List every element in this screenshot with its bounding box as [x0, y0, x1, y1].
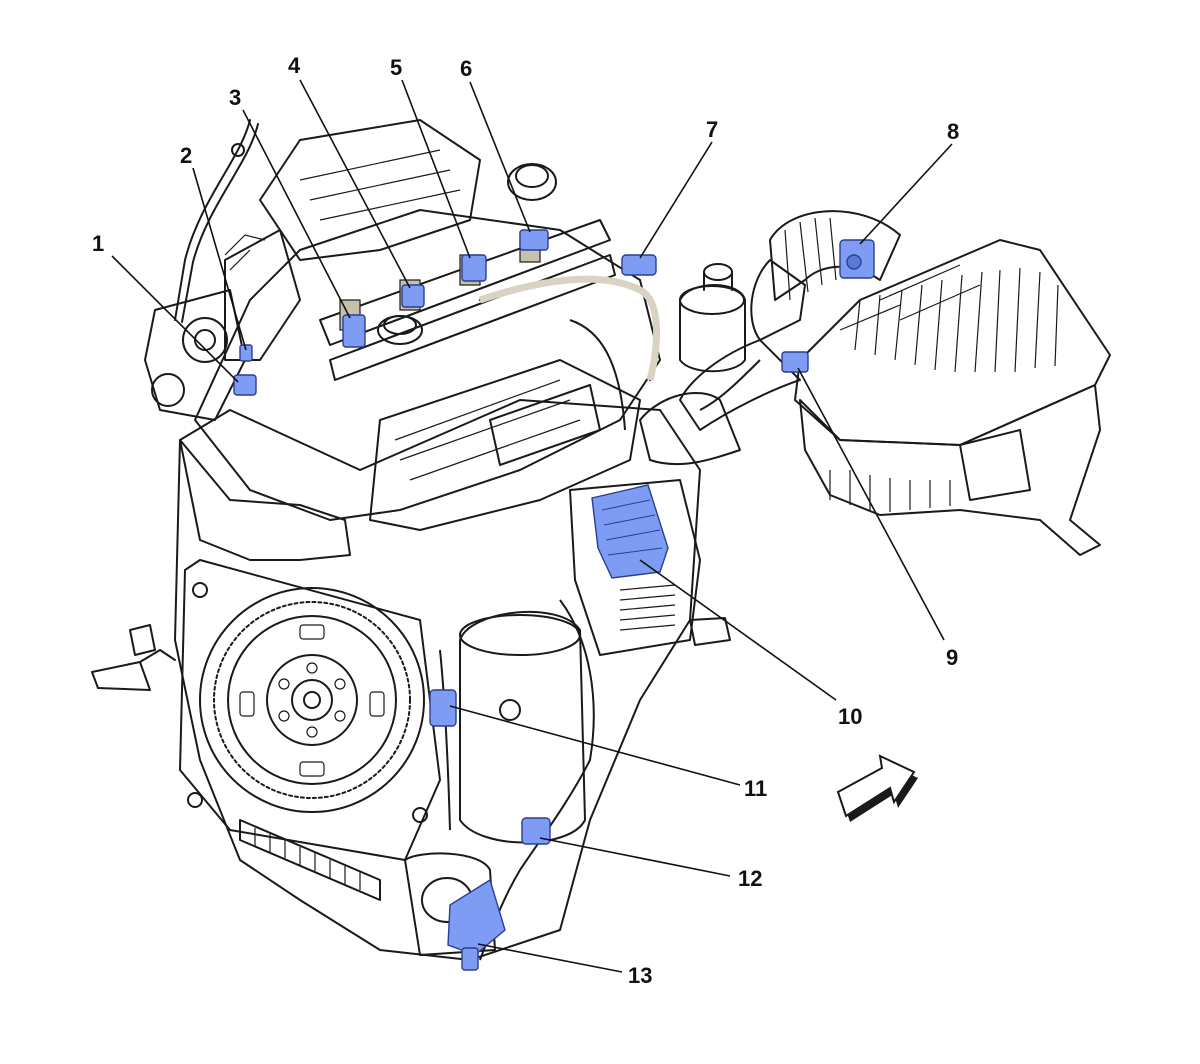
callout-4: 4	[288, 53, 301, 78]
sensor-9	[781, 351, 809, 373]
sensor-13	[447, 878, 506, 971]
leader-line-1	[111, 255, 239, 383]
callout-7: 7	[706, 117, 718, 142]
sensor-11	[429, 689, 457, 727]
callout-2: 2	[180, 143, 192, 168]
callout-6: 6	[460, 56, 472, 81]
sensor-8	[839, 239, 875, 279]
timing-cover	[144, 234, 266, 421]
callout-3: 3	[229, 85, 241, 110]
sensor-7	[621, 254, 657, 276]
callout-11: 11	[744, 776, 767, 801]
leader-line-11	[449, 705, 741, 786]
oil-filter	[679, 263, 746, 373]
highlighted-sensors	[233, 229, 875, 971]
leader-line-2	[192, 167, 247, 351]
leader-line-6	[469, 81, 531, 233]
callout-8: 8	[947, 119, 959, 144]
coolant-pipe	[91, 624, 176, 691]
exhaust-manifold	[569, 479, 731, 656]
leader-line-7	[639, 141, 713, 259]
leader-line-12	[539, 837, 731, 877]
sensor-10	[591, 484, 669, 579]
callout-9: 9	[946, 645, 958, 670]
arrow-right-icon	[836, 754, 918, 822]
leader-line-9	[797, 367, 945, 641]
leader-line-10	[639, 559, 837, 701]
leader-line-5	[401, 79, 471, 259]
sensor-1	[233, 344, 257, 396]
callout-13: 13	[628, 963, 652, 988]
leader-line-13	[477, 943, 623, 973]
leader-line-3	[242, 109, 351, 319]
air-filter-housing	[794, 239, 1111, 556]
callout-5: 5	[390, 55, 402, 80]
flywheel	[179, 559, 441, 861]
sensor-6	[519, 229, 549, 251]
leader-line-4	[299, 79, 411, 289]
sensor-4	[401, 284, 425, 308]
intake-duct	[639, 210, 901, 466]
sensor-12	[521, 817, 551, 845]
sensor-5	[461, 254, 487, 282]
engine-block	[174, 399, 701, 961]
wiring-harness	[439, 319, 761, 961]
callout-10: 10	[838, 704, 862, 729]
callout-numbers: 1 2 3 4 5 6 7 8 9 10 11 12 13	[92, 53, 959, 988]
callout-12: 12	[738, 866, 762, 891]
sensor-3	[342, 314, 366, 348]
engine-illustration	[91, 119, 1111, 961]
callout-1: 1	[92, 231, 104, 256]
cylinder-head	[174, 119, 661, 531]
leader-line-8	[859, 143, 953, 245]
leader-lines	[111, 79, 953, 973]
